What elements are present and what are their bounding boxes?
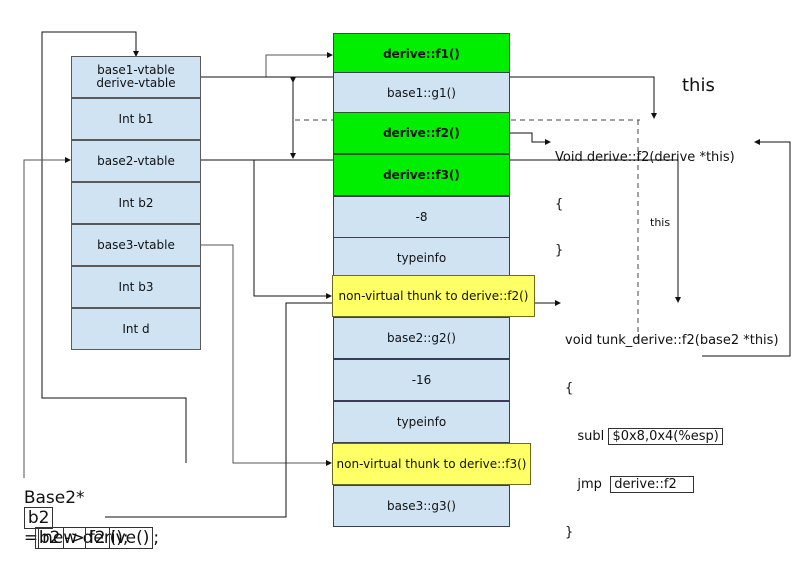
decl-var: b2 — [23, 507, 54, 529]
derive-f2-code: Void derive::f2(derive *this) { } — [555, 118, 735, 274]
object-cell-line: derive-vtable — [96, 76, 176, 90]
call-fn: f2 — [84, 527, 110, 549]
arrow-jmp-to-derive-f2 — [702, 139, 791, 357]
source-decl: Base2* b2 =new derive(); — [13, 468, 160, 549]
jmp-arg: derive::f2 — [610, 476, 694, 493]
vtable-entry: non-virtual thunk to derive::f2() — [332, 275, 535, 317]
object-cell-line: Int b3 — [118, 279, 154, 294]
subl-op: subl — [577, 429, 605, 444]
object-cell-int-d: Int d — [71, 308, 201, 350]
jmp-op: jmp — [577, 477, 602, 492]
decl-eq: = — [23, 528, 39, 548]
object-cell-int-b1: Int b1 — [71, 98, 201, 140]
object-cell-label: base3-vtable — [97, 237, 175, 252]
object-cell-int-b2: Int b2 — [71, 182, 201, 224]
arrow-new-derive-to-object — [41, 31, 187, 463]
thunk-line1: subl $0x8,0x4(%esp) — [565, 428, 779, 445]
object-cell-label: Int d — [122, 321, 150, 336]
source-call: b2->f2(); — [24, 508, 129, 549]
vtable-entry: -8 — [333, 196, 510, 238]
object-cell-label: Int b3 — [118, 279, 154, 294]
vtable-entry: base2::g2() — [333, 317, 510, 359]
arrow-base2vt-to-thunk — [201, 159, 332, 299]
vtable-entry: typeinfo — [333, 401, 510, 443]
derive-f2-signature: Void derive::f2(derive *this) — [555, 150, 735, 165]
this-label-small: this — [650, 216, 671, 229]
object-cell-label: Int b1 — [118, 111, 154, 126]
object-cell-line: Int b1 — [118, 111, 154, 126]
derive-f2-open: { — [555, 197, 564, 212]
object-cell-base3-vtable: base3-vtable — [71, 224, 201, 266]
object-cell-int-b3: Int b3 — [71, 266, 201, 308]
thunk-code: void tunk_derive::f2(base2 *this) { subl… — [565, 301, 779, 557]
vtable-entry: -16 — [333, 359, 510, 401]
arrow-f2-to-body — [510, 132, 551, 145]
vtable-entry: non-virtual thunk to derive::f3() — [332, 443, 531, 485]
decl-semi: ; — [153, 528, 160, 548]
object-cell-base2-vtable: base2-vtable — [71, 140, 201, 182]
object-cell-line: base1-vtable — [97, 63, 175, 77]
vtable-entry: derive::f3() — [333, 154, 510, 196]
object-cell-label: Int b2 — [118, 195, 154, 210]
vtable-entry: base3::g3() — [333, 485, 510, 527]
arrow-b2-to-base2-vtable — [23, 157, 71, 478]
thunk-line2: jmp derive::f2 — [565, 476, 779, 493]
thunk-signature: void tunk_derive::f2(base2 *this) — [565, 333, 779, 348]
thunk-open: { — [565, 381, 574, 396]
derive-f2-close: } — [555, 243, 564, 258]
call-obj: b2 — [34, 527, 65, 549]
arrow-base3vt-to-thunk-f3 — [201, 244, 332, 466]
arrow-base1vt-to-f1 — [201, 52, 333, 78]
object-cell-line: Int b2 — [118, 195, 154, 210]
vtable-entry: derive::f1() — [333, 33, 510, 75]
object-cell-line: base2-vtable — [97, 153, 175, 168]
object-cell-label: base2-vtable — [97, 153, 175, 168]
decl-expr: new derive() — [38, 527, 154, 549]
vtable-entry: derive::f2() — [333, 112, 510, 154]
object-cell-line: Int d — [122, 321, 150, 336]
thunk-close: } — [565, 525, 574, 540]
call-tail: (); — [109, 528, 129, 548]
this-label-large: this — [682, 75, 715, 96]
decl-type: Base2* — [23, 488, 85, 508]
subl-arg: $0x8,0x4(%esp) — [608, 428, 723, 445]
object-cell-line: base3-vtable — [97, 237, 175, 252]
vtable-entry: base1::g1() — [333, 72, 510, 114]
call-arrow: -> — [64, 528, 85, 548]
vtable-entry: typeinfo — [333, 237, 510, 279]
